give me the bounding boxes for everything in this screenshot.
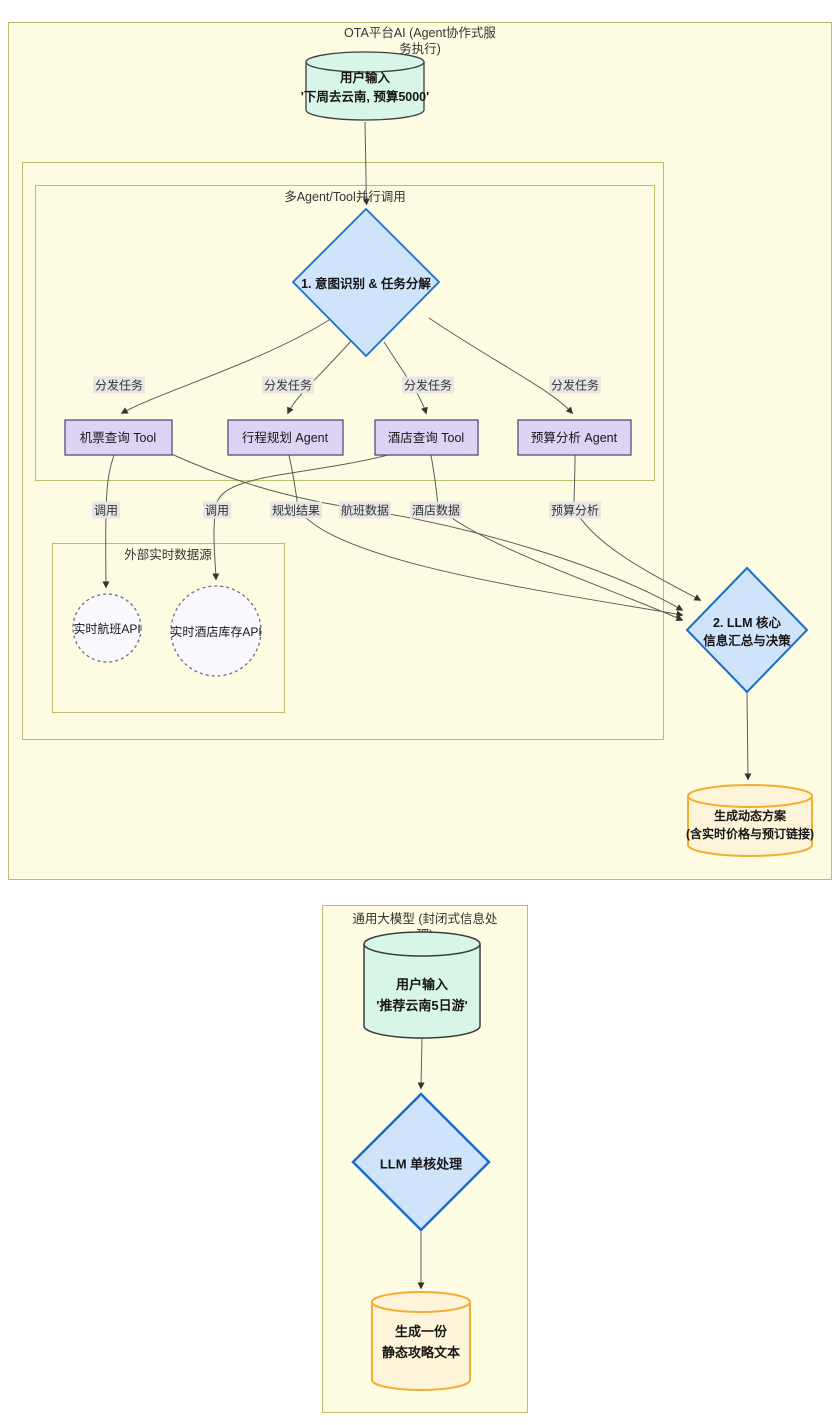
dynamic-plan-label: 生成动态方案 (含实时价格与预订链接) [686,807,814,843]
ota-platform-title-line1: OTA平台AI (Agent协作式服 [344,26,496,40]
generic-user-input-line2: '推荐云南5日游' [376,998,468,1013]
ota-platform-title-line2: 务执行) [399,42,441,56]
static-guide-line2: 静态攻略文本 [381,1345,461,1360]
llm-core-diamond [685,566,809,694]
static-guide-label: 生成一份 静态攻略文本 [382,1321,460,1363]
call-flight-label: 调用 [91,501,121,519]
llm-single-diamond [351,1092,491,1232]
flight-data-label: 航班数据 [338,501,392,519]
edge-hotel-tool-to-llm-core [430,454,684,621]
edge-flight-tool-to-llm-core [166,451,684,611]
llm-core-line2: 信息汇总与决策 [703,634,791,648]
hotel-tool-label: 酒店查询 Tool [387,431,465,445]
generic-user-input-label: 用户输入 '推荐云南5日游' [376,974,467,1016]
call-hotel-label: 调用 [202,501,232,519]
budget-agent-node [517,419,632,456]
dispatch-label-1: 分发任务 [92,376,146,394]
static-guide-cylinder [371,1291,471,1391]
hotel-tool-node [374,419,479,456]
edge-itinerary-agent-to-llm-core [288,454,684,618]
edge-intent-to-flight-tool [120,319,330,414]
budget-analysis-label: 预算分析 [548,501,602,519]
user-input-line1: 用户输入 [339,71,391,85]
dynamic-plan-cylinder [687,784,813,857]
budget-agent-label: 预算分析 Agent [530,431,618,445]
edge-budget-agent-to-llm-core [573,454,702,601]
plan-result-label: 规划结果 [269,501,323,519]
edge-flight-tool-to-flight-api [102,454,115,589]
ota-platform-title: OTA平台AI (Agent协作式服 务执行) [320,25,520,57]
hotel-api-label: 实时酒店库存API [170,625,262,639]
dispatch-label-3: 分发任务 [401,376,455,394]
intent-diamond-label: 1. 意图识别 & 任务分解 [301,277,431,291]
generic-llm-title-line1: 通用大模型 (封闭式信息处 [352,912,498,926]
edge-intent-to-budget-agent [428,317,573,415]
edge-llm-core-to-dynamic-plan [744,691,752,781]
llm-core-label: 2. LLM 核心 信息汇总与决策 [703,614,791,650]
generic-user-input-line1: 用户输入 [395,977,449,992]
flight-api-circle [72,593,142,663]
llm-core-line1: 2. LLM 核心 [712,616,782,630]
hotel-data-label: 酒店数据 [409,501,463,519]
dispatch-label-2: 分发任务 [261,376,315,394]
generic-user-input-cylinder [363,931,481,1039]
edge-hotel-tool-to-hotel-api [212,454,389,581]
llm-single-label: LLM 单核处理 [379,1156,463,1172]
static-guide-line1: 生成一份 [394,1324,448,1339]
itinerary-agent-label: 行程规划 Agent [241,431,329,445]
hotel-api-circle [170,585,262,677]
user-input-cylinder [305,51,425,121]
itinerary-agent-node [227,419,344,456]
dynamic-plan-line2: (含实时价格与预订链接) [686,827,814,841]
flight-tool-node [64,419,173,456]
flight-tool-label: 机票查询 Tool [79,431,157,445]
multi-agent-box-title: 多Agent/Tool并行调用 [284,190,406,204]
edge-user-input-to-intent [362,121,370,206]
flight-api-label: 实时航班API [73,622,141,636]
user-input-line2: '下周去云南, 预算5000' [300,90,430,104]
data-source-box-title: 外部实时数据源 [124,548,212,562]
intent-diamond [291,207,441,358]
dispatch-label-4: 分发任务 [548,376,602,394]
user-input-label: 用户输入 '下周去云南, 预算5000' [301,69,429,107]
dynamic-plan-line1: 生成动态方案 [713,809,786,823]
edge-generic-input-to-llm-single [417,1037,425,1090]
